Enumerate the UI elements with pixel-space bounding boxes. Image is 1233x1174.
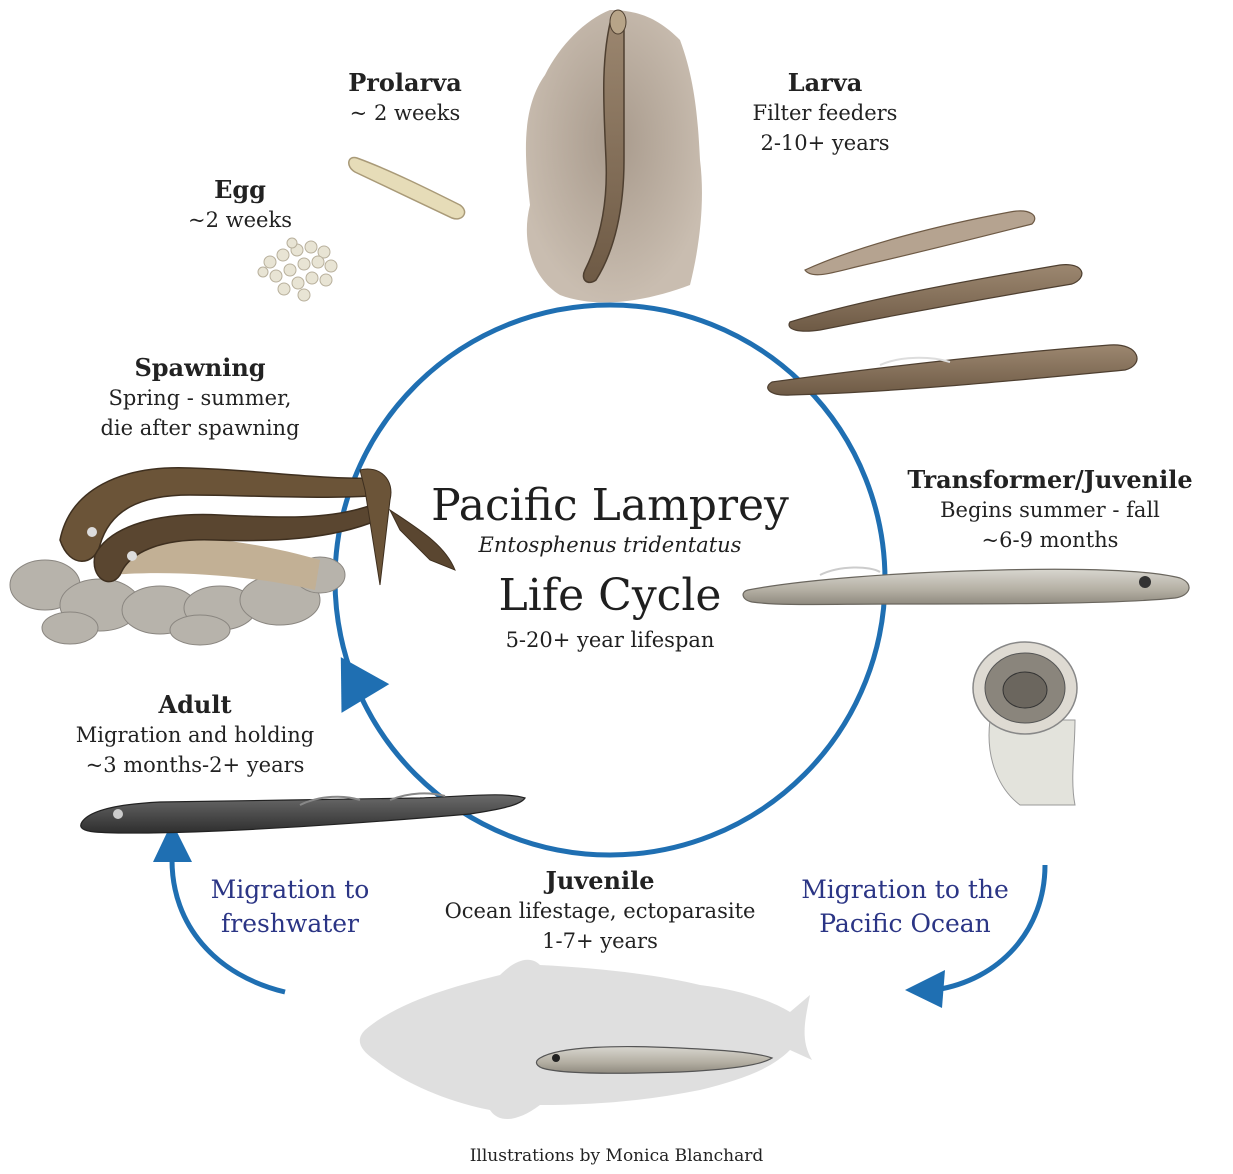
- host-fish-icon: [360, 960, 812, 1119]
- stage-spawning-line-2: die after spawning: [70, 413, 330, 443]
- center-subtitle: Life Cycle: [400, 568, 820, 624]
- stage-prolarva: Prolarva ~ 2 weeks: [310, 68, 500, 128]
- prolarva-icon: [349, 157, 465, 218]
- stage-prolarva-title: Prolarva: [310, 68, 500, 98]
- stage-transformer-line-1: Begins summer - fall: [870, 495, 1230, 525]
- migration-to-freshwater-line-1: Migration to: [190, 873, 390, 907]
- center-species: Entosphenus tridentatus: [400, 532, 820, 558]
- adult-lamprey-icon: [81, 793, 525, 833]
- stage-adult-title: Adult: [50, 690, 340, 720]
- migration-to-ocean-label: Migration to the Pacific Ocean: [780, 873, 1030, 941]
- stage-prolarva-line-1: ~ 2 weeks: [310, 98, 500, 128]
- stage-larva-title: Larva: [720, 68, 930, 98]
- larva-burrow-icon: [526, 10, 702, 302]
- illustration-credit: Illustrations by Monica Blanchard: [0, 1146, 1233, 1166]
- stage-juvenile-line-2: 1-7+ years: [415, 926, 785, 956]
- migration-to-ocean-line-2: Pacific Ocean: [780, 907, 1030, 941]
- transformer-series-icon: [768, 211, 1137, 395]
- stage-egg: Egg ~2 weeks: [180, 175, 300, 235]
- stage-larva-line-2: 2-10+ years: [720, 128, 930, 158]
- stage-larva: Larva Filter feeders 2-10+ years: [720, 68, 930, 158]
- migration-to-ocean-line-1: Migration to the: [780, 873, 1030, 907]
- stage-egg-line-1: ~2 weeks: [180, 205, 300, 235]
- stage-spawning-title: Spawning: [70, 353, 330, 383]
- spawning-pair-icon: [10, 468, 455, 645]
- center-lifespan: 5-20+ year lifespan: [400, 627, 820, 653]
- stage-adult: Adult Migration and holding ~3 months-2+…: [50, 690, 340, 780]
- stage-larva-line-1: Filter feeders: [720, 98, 930, 128]
- stage-adult-line-1: Migration and holding: [50, 720, 340, 750]
- egg-cluster-icon: [258, 238, 337, 301]
- stage-spawning: Spawning Spring - summer, die after spaw…: [70, 353, 330, 443]
- stage-transformer: Transformer/Juvenile Begins summer - fal…: [870, 465, 1230, 555]
- oral-disc-icon: [973, 642, 1077, 805]
- stage-transformer-title: Transformer/Juvenile: [870, 465, 1230, 495]
- center-title: Pacific Lamprey: [400, 478, 820, 534]
- migration-to-freshwater-label: Migration to freshwater: [190, 873, 390, 941]
- stage-transformer-line-2: ~6-9 months: [870, 525, 1230, 555]
- stage-egg-title: Egg: [180, 175, 300, 205]
- stage-juvenile: Juvenile Ocean lifestage, ectoparasite 1…: [415, 866, 785, 956]
- stage-juvenile-title: Juvenile: [415, 866, 785, 896]
- migration-to-freshwater-line-2: freshwater: [190, 907, 390, 941]
- stage-adult-line-2: ~3 months-2+ years: [50, 750, 340, 780]
- stage-juvenile-line-1: Ocean lifestage, ectoparasite: [415, 896, 785, 926]
- stage-spawning-line-1: Spring - summer,: [70, 383, 330, 413]
